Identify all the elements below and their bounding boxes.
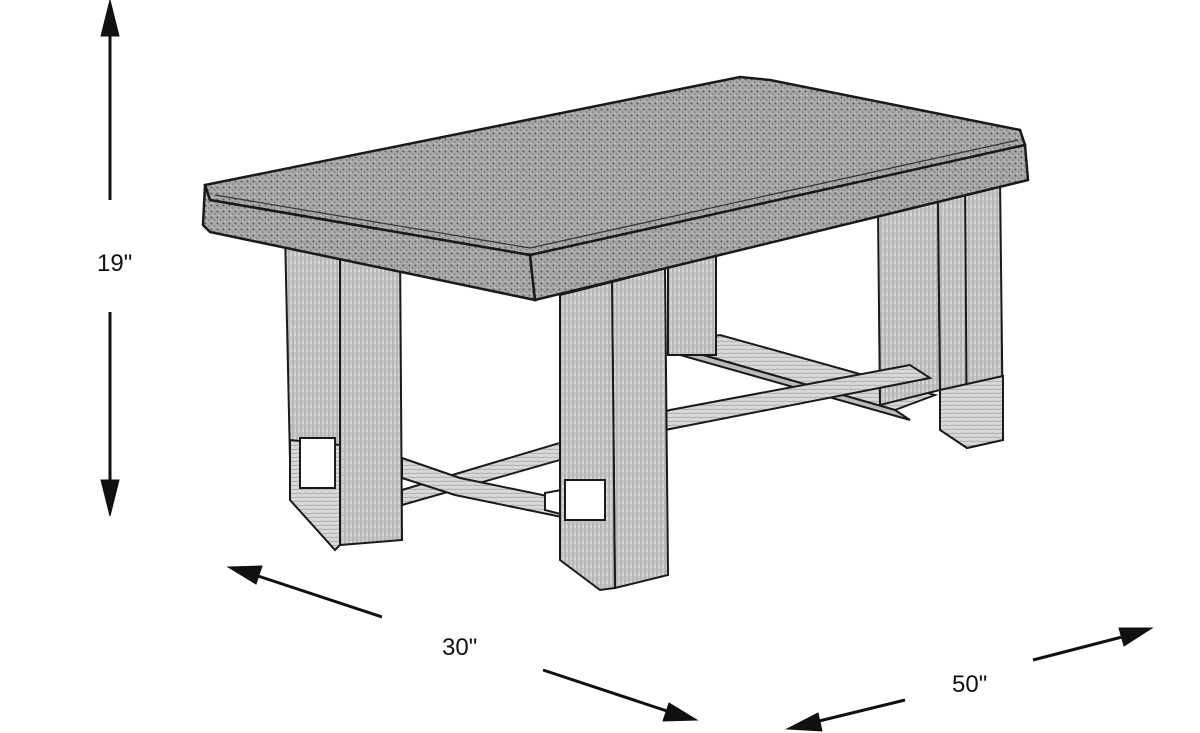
table-base-rear	[667, 176, 1005, 450]
table-base-front-right	[559, 266, 670, 592]
height-label: 19"	[97, 250, 133, 277]
depth-dimension-arrow	[226, 565, 699, 722]
depth-label: 30"	[442, 634, 478, 661]
width-dimension-arrow	[785, 627, 1154, 732]
table-base-front-left	[283, 230, 404, 552]
height-dimension-arrow	[100, 0, 120, 517]
table-top	[201, 75, 1030, 302]
width-label: 50"	[952, 671, 988, 698]
